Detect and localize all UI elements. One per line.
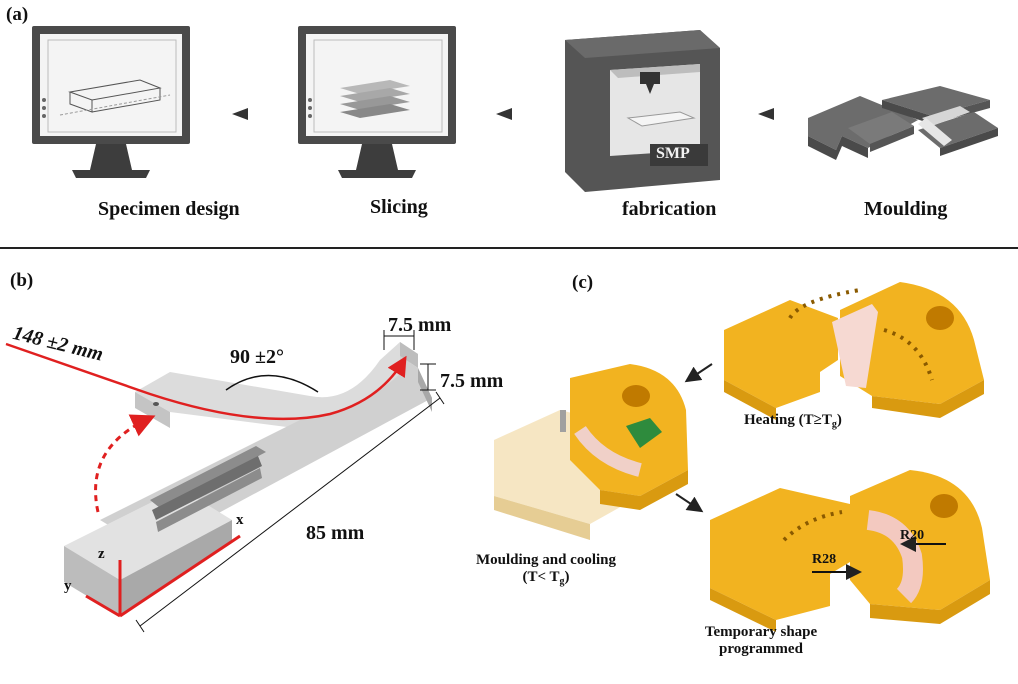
printer-icon (565, 30, 720, 192)
width-dimension: 7.5 mm (388, 314, 452, 336)
flow-arrow-icon (684, 363, 713, 383)
length-dimension: 85 mm (306, 522, 365, 544)
mould-heating (724, 282, 984, 420)
mould-cooling (494, 364, 688, 540)
step-label-fabrication: fabrication (622, 198, 717, 220)
step-label-slicing: Slicing (370, 196, 428, 218)
process-arrow-icon (758, 108, 774, 120)
panel-b-label: (b) (10, 270, 34, 291)
mould-programmed (710, 470, 990, 632)
monitor-box-icon (32, 26, 190, 178)
temporary-shape-caption: Temporary shape programmed (704, 624, 818, 657)
monitor-layers-icon (298, 26, 456, 178)
panel-a-label: (a) (6, 4, 29, 25)
printer-badge: SMP (656, 145, 690, 162)
axis-y-label: y (64, 578, 72, 594)
specimen-drawing (5, 330, 445, 633)
heating-caption: Heating (T≥Tg) (744, 412, 842, 430)
r20-label: R20 (900, 528, 925, 543)
step-label-specimen-design: Specimen design (98, 198, 240, 220)
process-arrow-icon (232, 108, 248, 120)
flow-arrow-icon (675, 493, 704, 513)
step-label-moulding: Moulding (864, 198, 948, 220)
axis-x-label: x (236, 512, 244, 528)
r28-label: R28 (812, 552, 837, 567)
moulding-caption: Moulding and cooling (T< Tg) (475, 552, 617, 587)
height-dimension: 7.5 mm (440, 370, 504, 392)
mould-parts-icon (808, 86, 998, 160)
angle-dimension: 90 ±2° (230, 346, 284, 368)
panel-c-label: (c) (572, 272, 594, 293)
process-arrow-icon (496, 108, 512, 120)
axis-z-label: z (98, 546, 105, 562)
